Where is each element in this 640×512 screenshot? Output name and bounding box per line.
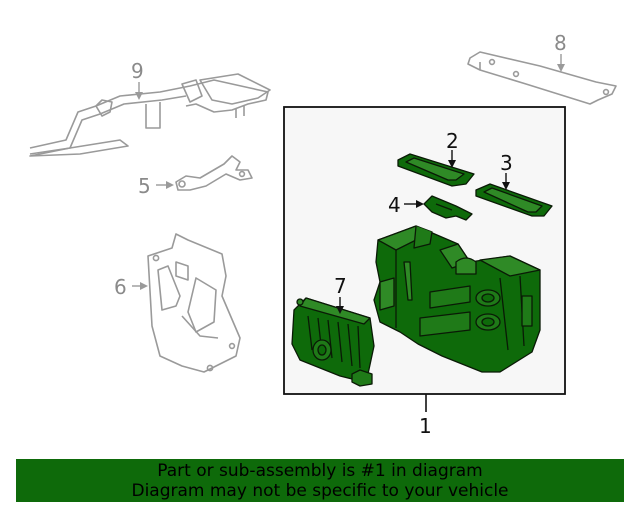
leader-8-arrow xyxy=(557,64,565,72)
part-4-small-bracket[interactable] xyxy=(423,195,473,221)
leader-2-arrow xyxy=(448,160,456,168)
callout-2: 2 xyxy=(446,129,459,153)
part-7-side-module[interactable] xyxy=(291,297,375,387)
part-6-mounting-plate[interactable] xyxy=(147,233,241,373)
callout-7: 7 xyxy=(334,274,347,298)
leader-9-arrow xyxy=(135,92,143,100)
callout-4: 4 xyxy=(388,193,401,217)
part-2-cover-pad[interactable] xyxy=(397,153,475,187)
callout-1: 1 xyxy=(419,414,432,438)
callout-5: 5 xyxy=(138,174,151,198)
part-8-strap-plate[interactable] xyxy=(467,51,617,105)
callout-8: 8 xyxy=(554,31,567,55)
info-banner: Part or sub-assembly is #1 in diagram Di… xyxy=(16,459,624,502)
leader-4-arrow xyxy=(416,200,424,208)
callout-6: 6 xyxy=(114,275,127,299)
part-3-cover-pad[interactable] xyxy=(475,183,553,217)
leader-3-arrow xyxy=(502,182,510,190)
part-9-cable-bracket[interactable] xyxy=(29,73,271,157)
callout-9: 9 xyxy=(131,59,144,83)
part-main-housing[interactable] xyxy=(373,225,541,373)
part-5-bracket[interactable] xyxy=(175,155,253,191)
leader-7-arrow xyxy=(336,306,344,314)
banner-line-1: Part or sub-assembly is #1 in diagram xyxy=(157,460,483,481)
callout-3: 3 xyxy=(500,151,513,175)
banner-line-2: Diagram may not be specific to your vehi… xyxy=(131,480,509,501)
leader-6-arrow xyxy=(140,282,148,290)
leader-5-arrow xyxy=(166,181,174,189)
